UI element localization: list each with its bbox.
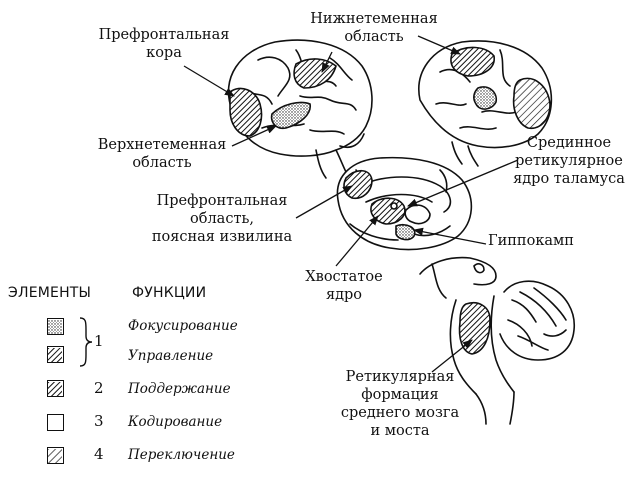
label-line: кора: [146, 45, 182, 61]
label-line: Хвостатое: [305, 269, 383, 285]
legend-number-3: 3: [94, 412, 104, 430]
arrow-inferior-parietal: [321, 51, 333, 73]
label-line: область,: [190, 211, 254, 227]
arrow-hippocampus: [413, 227, 487, 245]
legend-swatch-switching: [47, 447, 64, 464]
brain-lateral-right: [418, 40, 553, 167]
label-line: и моста: [370, 423, 430, 439]
label-prefrontal-cortex: Префронтальная кора: [90, 26, 238, 62]
swatch-stipple-fill: [48, 320, 62, 334]
label-line: Префронтальная: [156, 193, 288, 209]
label-line: формация: [361, 387, 439, 403]
legend-header-elements: ЭЛЕМЕНТЫ: [8, 285, 92, 301]
label-hippocampus: Гиппокамп: [488, 232, 598, 250]
label-line: Верхнетеменная: [97, 137, 227, 153]
arrow-caudate: [335, 215, 379, 267]
legend-function-switching: Переключение: [128, 447, 235, 463]
label-line: Срединное: [526, 135, 612, 151]
label-line: Ретикулярная: [345, 369, 455, 385]
legend-swatch-encoding: [47, 414, 64, 431]
arrow-superior-parietal: [231, 125, 277, 147]
legend-function-maintenance: Поддержание: [128, 381, 231, 397]
label-line: Префронтальная: [98, 27, 230, 43]
legend-swatch-control: [47, 346, 64, 363]
legend-number-1: 1: [94, 332, 104, 350]
label-line: Нижнетеменная: [310, 11, 438, 27]
arrow-prefrontal-cortex: [183, 65, 235, 97]
arrow-prefrontal-cingulate: [295, 185, 353, 219]
annotation-arrows: [183, 35, 519, 373]
swatch-hatch-fill: [48, 382, 62, 396]
label-line: поясная извилина: [151, 229, 293, 245]
label-line: среднего мозга: [340, 405, 460, 421]
brain-lateral-left: [227, 39, 373, 179]
legend-function-control: Управление: [128, 348, 214, 364]
swatch-hatch-sparse-fill: [48, 449, 62, 463]
arrow-inferior-parietal-2: [417, 35, 461, 55]
label-reticular-formation: Ретикулярная формация среднего мозга и м…: [330, 368, 470, 440]
label-line: ядро: [325, 287, 363, 303]
label-line: ядро таламуса: [513, 171, 625, 187]
label-prefrontal-cingulate: Префронтальная область, поясная извилина: [144, 192, 300, 246]
label-line: Гиппокамп: [488, 233, 574, 249]
legend-function-focusing: Фокусирование: [128, 318, 238, 334]
label-line: ретикулярное: [515, 153, 623, 169]
legend-number-2: 2: [94, 379, 104, 397]
label-caudate: Хвостатое ядро: [292, 268, 396, 304]
legend-function-encoding: Кодирование: [128, 414, 223, 430]
brain-medial-section: [336, 156, 473, 251]
label-superior-parietal: Верхнетеменная область: [88, 136, 236, 172]
legend-swatch-maintenance: [47, 380, 64, 397]
label-median-reticular: Срединное ретикулярное ядро таламуса: [500, 134, 638, 188]
arrow-median-reticular: [407, 159, 519, 207]
swatch-hatch-fill: [48, 348, 62, 362]
arrow-reticular-formation: [431, 339, 473, 373]
legend-number-4: 4: [94, 445, 104, 463]
label-line: область: [132, 155, 192, 171]
legend-brace-1: [79, 317, 93, 367]
legend-swatch-focusing: [47, 318, 64, 335]
label-line: область: [344, 29, 404, 45]
legend-header-functions: ФУНКЦИИ: [132, 285, 207, 301]
label-inferior-parietal: Нижнетеменная область: [300, 10, 448, 46]
